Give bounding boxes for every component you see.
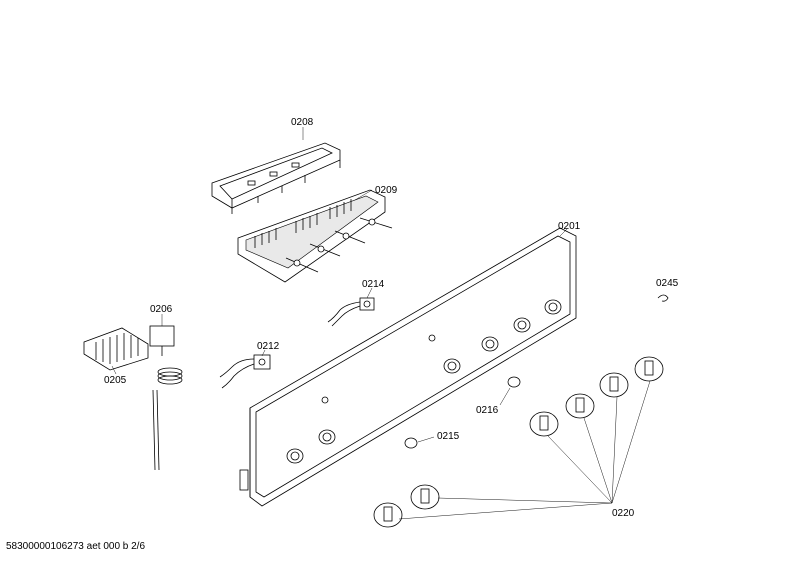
label-0245: 0245 bbox=[656, 278, 679, 289]
label-0209: 0209 bbox=[375, 185, 398, 196]
label-0216: 0216 bbox=[476, 405, 499, 416]
leaders-0220 bbox=[398, 380, 651, 520]
label-0212: 0212 bbox=[257, 341, 280, 352]
part-0214-thermostat bbox=[327, 297, 375, 327]
label-0208: 0208 bbox=[291, 117, 314, 128]
label-0220: 0220 bbox=[612, 508, 635, 519]
part-0216-insert bbox=[507, 376, 521, 388]
leader-0201 bbox=[559, 228, 568, 237]
part-0206-thermostat bbox=[149, 325, 183, 471]
part-0208-cover-tray bbox=[211, 142, 341, 214]
leader-0209 bbox=[354, 189, 373, 201]
part-0220-knobs bbox=[373, 356, 664, 528]
part-0205-selector-switch bbox=[83, 327, 149, 371]
part-0245-clip bbox=[657, 294, 669, 302]
leader-0214 bbox=[366, 287, 373, 299]
label-0206: 0206 bbox=[150, 304, 173, 315]
part-0212-switch bbox=[219, 354, 271, 389]
leader-0212 bbox=[261, 349, 266, 357]
part-0215-insert bbox=[404, 437, 418, 449]
leader-0205 bbox=[111, 365, 117, 375]
leader-0216 bbox=[499, 387, 511, 406]
label-0205: 0205 bbox=[104, 375, 127, 386]
part-0201-control-panel bbox=[239, 227, 577, 507]
label-0201: 0201 bbox=[558, 221, 581, 232]
label-0215: 0215 bbox=[437, 431, 460, 442]
leader-0215 bbox=[417, 436, 435, 443]
label-0214: 0214 bbox=[362, 279, 385, 290]
document-id-footer: 58300000106273 aet 000 b 2/6 bbox=[6, 541, 146, 552]
part-0209-switch-block bbox=[237, 189, 393, 283]
